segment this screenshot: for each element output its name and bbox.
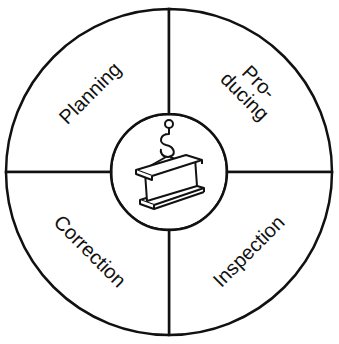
cycle-segment: Planning [6,9,169,172]
hook-eye [165,120,173,128]
cycle-segment: Inspection [169,172,332,335]
cycle-segment: Correction [6,172,169,335]
segment-shape [6,172,169,335]
segment-shape [169,9,332,172]
beam-top-flange [136,155,202,176]
beam-edge [154,192,204,209]
beam-edge [201,160,203,164]
cycle-segment: Pro- ducing [169,9,332,172]
i-beam [136,155,204,209]
hook-body [161,128,174,157]
segment-shape [6,9,169,172]
beam-end [140,200,154,209]
segment-shape [169,172,332,335]
beam-end [136,170,152,180]
